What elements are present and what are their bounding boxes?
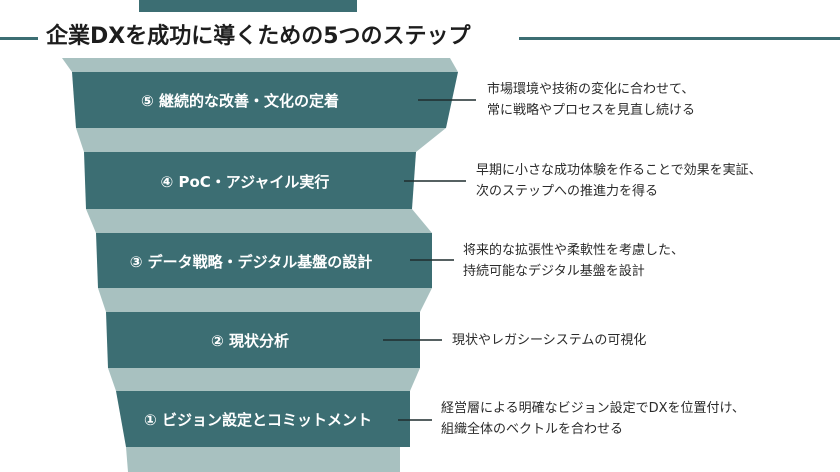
- step-1-desc-line-1: 経営層による明確なビジョン設定でDXを位置付け、: [441, 401, 745, 416]
- step-2-desc-line-1: 現状やレガシーシステムの可視化: [452, 333, 647, 348]
- step-3-desc-line-2: 持続可能なデジタル基盤を設計: [463, 264, 645, 279]
- step-4-desc-line-2: 次のステップへの推進力を得る: [476, 184, 659, 199]
- step-3-description: 将来的な拡張性や柔軟性を考慮した、 持続可能なデジタル基盤を設計: [463, 240, 684, 282]
- step-4-desc-line-1: 早期に小さな成功体験を作ることで効果を実証、: [476, 163, 762, 178]
- step-5-desc-line-1: 市場環境や技術の変化に合わせて、: [487, 82, 695, 97]
- step-4-description: 早期に小さな成功体験を作ることで効果を実証、 次のステップへの推進力を得る: [476, 160, 762, 202]
- connector-bottom: [126, 447, 400, 472]
- connector-3-2: [98, 288, 432, 312]
- step-3-band: [96, 233, 432, 288]
- step-2-band: [106, 312, 420, 368]
- step-3-desc-line-1: 将来的な拡張性や柔軟性を考慮した、: [463, 243, 685, 258]
- step-5-label: ⑤ 継続的な改善・文化の定着: [141, 92, 339, 110]
- title-rule-right: [519, 37, 840, 40]
- step-3-label: ③ データ戦略・デジタル基盤の設計: [129, 253, 373, 271]
- step-1-description: 経営層による明確なビジョン設定でDXを位置付け、 組織全体のベクトルを合わせる: [441, 398, 745, 440]
- connector-4-3: [86, 209, 432, 233]
- step-4-label: ④ PoC・アジャイル実行: [160, 173, 330, 191]
- title-rule-left: [0, 37, 38, 40]
- step-2-label: ② 現状分析: [211, 332, 289, 350]
- connector-5-4: [76, 128, 446, 152]
- step-5-desc-line-2: 常に戦略やプロセスを見直し続ける: [487, 103, 696, 118]
- connector-top: [62, 58, 458, 72]
- title-bar: 企業DXを成功に導くための5つのステップ: [0, 18, 840, 54]
- step-2-description: 現状やレガシーシステムの可視化: [452, 330, 646, 351]
- step-1-label: ① ビジョン設定とコミットメント: [144, 411, 372, 429]
- connector-2-1: [108, 368, 420, 391]
- step-5-description: 市場環境や技術の変化に合わせて、 常に戦略やプロセスを見直し続ける: [487, 79, 695, 121]
- page-title: 企業DXを成功に導くための5つのステップ: [46, 24, 471, 49]
- funnel-top-stub: [139, 0, 357, 12]
- step-1-band: [116, 391, 410, 447]
- step-4-band: [84, 152, 416, 209]
- step-5-band: [72, 72, 458, 128]
- step-1-desc-line-2: 組織全体のベクトルを合わせる: [441, 422, 624, 437]
